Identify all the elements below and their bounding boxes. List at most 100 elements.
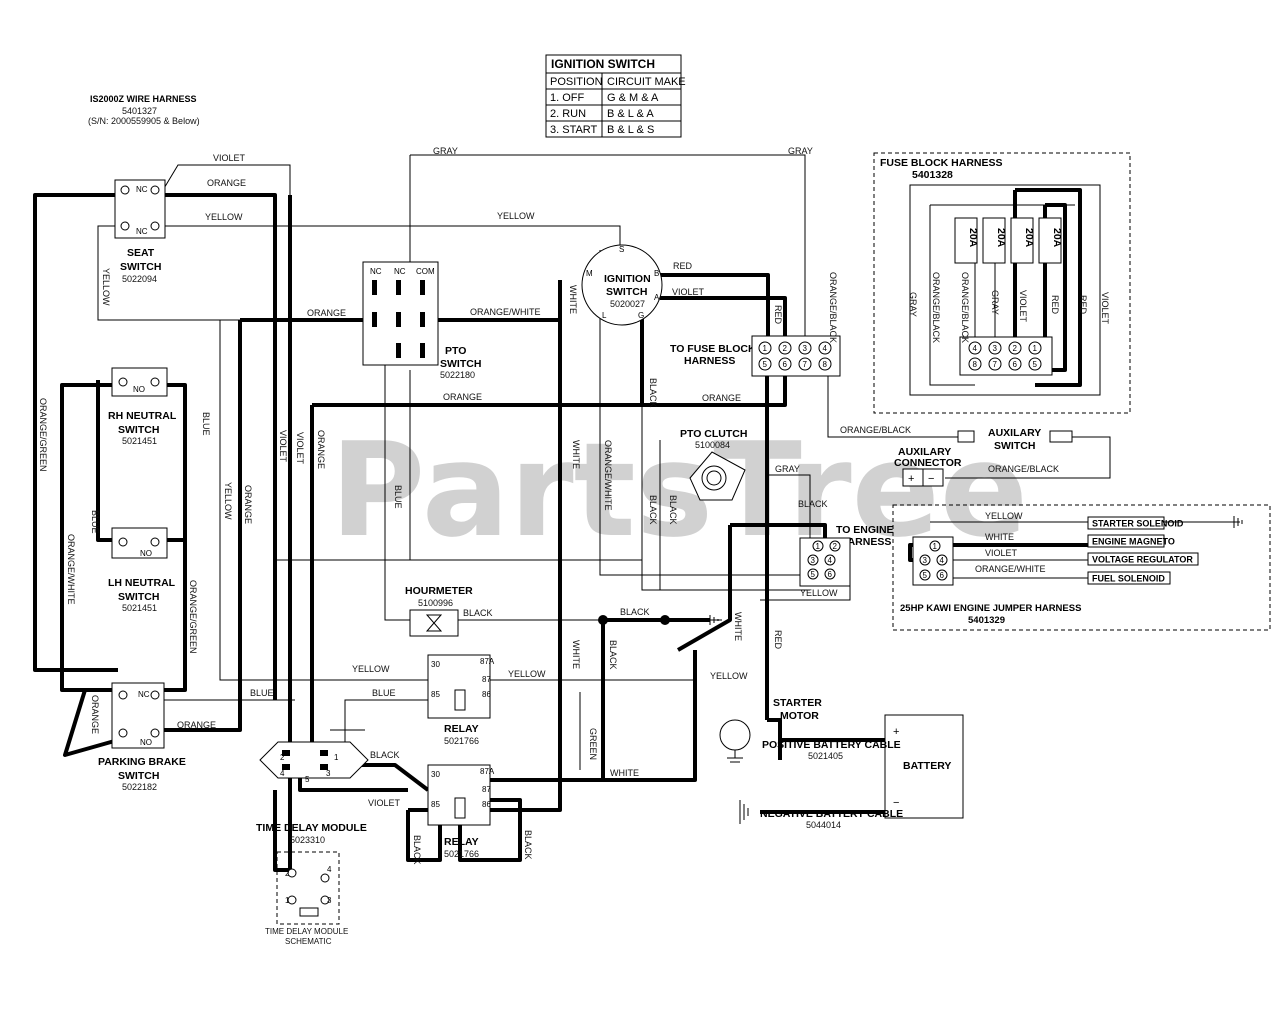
negative-battery-cable: NEGATIVE BATTERY CABLE 5044014 [760,808,903,830]
fuse [954,217,978,264]
svg-text:3: 3 [326,769,331,778]
jumper-output-label: VOLTAGE REGULATOR [1092,555,1193,565]
svg-text:B: B [654,269,659,278]
svg-text:S: S [619,245,624,254]
auxiliary-connector: AUXILARY CONNECTOR + − [894,446,962,487]
ignition-switch-table: IGNITION SWITCH POSITION CIRCUIT MAKE 1.… [545,54,686,138]
svg-text:YELLOW: YELLOW [101,268,111,306]
svg-text:−: − [928,473,934,485]
svg-text:YELLOW: YELLOW [223,482,233,520]
svg-text:SWITCH: SWITCH [118,424,159,436]
connector-pin-label: 5 [763,360,768,369]
parking-brake-switch: NC NO PARKING BRAKE SWITCH 5022182 [98,682,186,792]
svg-text:RED: RED [773,630,783,650]
connector-pin-label: 5 [1033,360,1038,369]
ignition-switch: S M B A L G IGNITION SWITCH 5020027 [581,244,663,326]
svg-text:BLACK: BLACK [798,499,828,509]
connector-pin [807,554,819,566]
connector-pin [824,568,836,580]
svg-text:1: 1 [334,753,339,762]
svg-text:5401329: 5401329 [968,615,1005,626]
connector-pin [919,569,931,581]
svg-text:5021451: 5021451 [122,436,157,446]
svg-text:NC: NC [138,690,150,699]
connector-pin-label: 3 [923,556,928,565]
svg-text:5022180: 5022180 [440,370,475,380]
relay-lower: 30 87A 87 85 86 RELAY 5021766 [427,764,495,859]
connector-pin [919,554,931,566]
svg-text:ORANGE: ORANGE [177,720,216,730]
svg-text:BLACK: BLACK [648,495,658,525]
positive-battery-cable: POSITIVE BATTERY CABLE 5021405 [762,739,901,761]
svg-text:87A: 87A [480,657,495,666]
table-cell: G & M & A [607,92,659,104]
connector-pin-label: 7 [803,360,808,369]
svg-text:5401328: 5401328 [912,169,953,181]
svg-text:NC: NC [136,185,148,194]
svg-text:5100084: 5100084 [695,440,730,450]
svg-text:ORANGE/WHITE: ORANGE/WHITE [975,564,1046,574]
svg-text:PTO CLUTCH: PTO CLUTCH [680,428,747,440]
svg-text:HARNESS: HARNESS [684,355,735,367]
svg-text:BLACK: BLACK [608,640,618,670]
connector-pin-label: 3 [803,344,808,353]
svg-text:VIOLET: VIOLET [1018,290,1028,323]
connector-pin-label: 1 [763,344,768,353]
connector-pin [758,341,772,355]
svg-text:NO: NO [140,549,152,558]
watermark: PartsTree [330,414,1028,566]
svg-text:WHITE: WHITE [571,640,581,669]
svg-text:PARKING BRAKE: PARKING BRAKE [98,756,186,768]
connector-pin [758,357,772,371]
svg-text:VIOLET: VIOLET [368,798,401,808]
svg-text:87: 87 [482,675,491,684]
svg-text:ORANGE/WHITE: ORANGE/WHITE [603,440,613,511]
connector-pin-label: 2 [1013,344,1018,353]
svg-text:TIME DELAY MODULE: TIME DELAY MODULE [256,822,367,834]
thin-wires [97,154,1240,770]
svg-text:25HP KAWI ENGINE JUMPER HARNES: 25HP KAWI ENGINE JUMPER HARNESS [900,603,1081,614]
svg-text:RELAY: RELAY [444,723,479,735]
svg-text:BLACK: BLACK [668,495,678,525]
connector-pin-label: 8 [973,360,978,369]
svg-text:SCHEMATIC: SCHEMATIC [285,937,332,946]
pto-switch: NC NC COM PTO SWITCH 5022180 [362,261,481,380]
fuse [982,217,1006,264]
svg-text:−: − [893,797,899,809]
svg-text:ORANGE/BLACK: ORANGE/BLACK [840,425,911,435]
svg-text:WHITE: WHITE [985,532,1014,542]
svg-text:FUSE BLOCK HARNESS: FUSE BLOCK HARNESS [880,157,1003,169]
jumper-output-label: ENGINE MAGNETO [1092,537,1175,547]
svg-text:YELLOW: YELLOW [508,669,546,679]
svg-text:COM: COM [416,267,435,276]
svg-text:HOURMETER: HOURMETER [405,585,473,597]
svg-text:MOTOR: MOTOR [780,710,819,722]
connector-pin-label: 5 [811,570,816,579]
jumper-output-box [1087,552,1199,566]
svg-text:ORANGE: ORANGE [443,392,482,402]
svg-text:ORANGE/GREEN: ORANGE/GREEN [188,580,198,654]
svg-text:ORANGE: ORANGE [207,178,246,188]
lh-neutral-switch: NO LH NEUTRAL SWITCH 5021451 [108,527,176,613]
svg-text:ORANGE: ORANGE [90,695,100,734]
svg-text:30: 30 [431,770,440,779]
harness-serial: (S/N: 2000559905 & Below) [88,116,200,126]
battery: + − BATTERY [884,714,964,819]
table-cell: 2. RUN [550,108,586,120]
jumper-output-box [1087,516,1165,530]
jumper-output-label: STARTER SOLENOID [1092,519,1184,529]
connector-pin-label: 6 [828,570,833,579]
svg-text:NEGATIVE BATTERY CABLE: NEGATIVE BATTERY CABLE [760,808,903,820]
svg-text:RED: RED [1050,295,1060,315]
svg-text:2: 2 [280,753,285,762]
svg-text:5022182: 5022182 [122,782,157,792]
svg-text:YELLOW: YELLOW [800,588,838,598]
connector-pin-label: 1 [933,542,938,551]
jumper-output-box [1087,571,1171,585]
svg-text:GRAY: GRAY [775,464,800,474]
connector-pin [1028,357,1042,371]
svg-text:2: 2 [285,869,290,878]
table-cell: 1. OFF [550,92,585,104]
